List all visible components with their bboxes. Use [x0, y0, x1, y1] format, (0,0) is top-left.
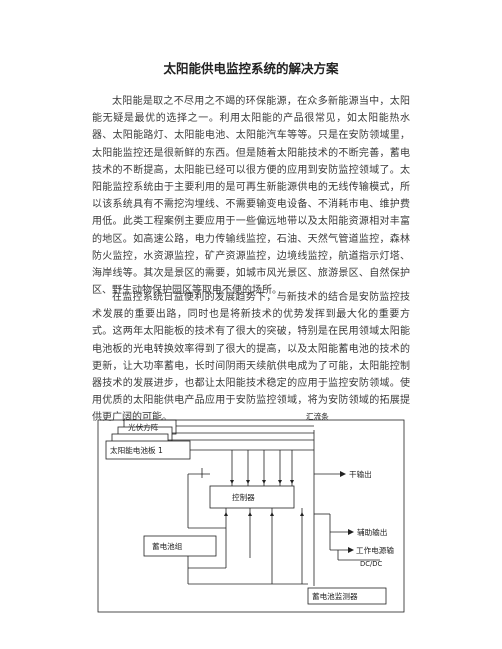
main-frame [97, 419, 405, 613]
aux-output-arrow [348, 529, 354, 535]
main-output-arrow [340, 471, 346, 477]
battery-monitor-box [307, 587, 387, 605]
controller-box [209, 485, 295, 509]
main-output-label: 干输出 [349, 469, 372, 479]
document-title: 太阳能供电监控系统的解决方案 [163, 61, 339, 76]
work-power-label: 工作电源输 [356, 545, 394, 555]
system-diagram: 光伏方阵 太阳能电池板 1 汇流条 干输出 控制器 辅助输出 工作电源输 DC/… [92, 408, 410, 618]
battery-pack-box [143, 535, 217, 557]
battery-pack-label: 蓄电池组 [152, 541, 183, 551]
pv-array-label: 光伏方阵 [128, 422, 159, 432]
paragraph-development: 在监控系统日益便利的发展趋势下，与新技术的结合是安防监控技术发展的重要出路，同时… [92, 292, 410, 424]
work-power-arrow [348, 547, 354, 553]
aux-output-label: 辅助输出 [357, 527, 387, 537]
paragraph-intro: 太阳能是取之不尽用之不竭的环保能源，在众多新能源当中，太阳能无疑是最优的选择之一… [92, 96, 410, 297]
solar-panel-label: 太阳能电池板 1 [110, 445, 163, 455]
battery-monitor-label: 蓄电池监测器 [312, 591, 358, 601]
bus-label: 汇流条 [306, 411, 329, 421]
dc-dc-label: DC/DC [360, 560, 383, 568]
controller-label: 控制器 [232, 492, 255, 502]
